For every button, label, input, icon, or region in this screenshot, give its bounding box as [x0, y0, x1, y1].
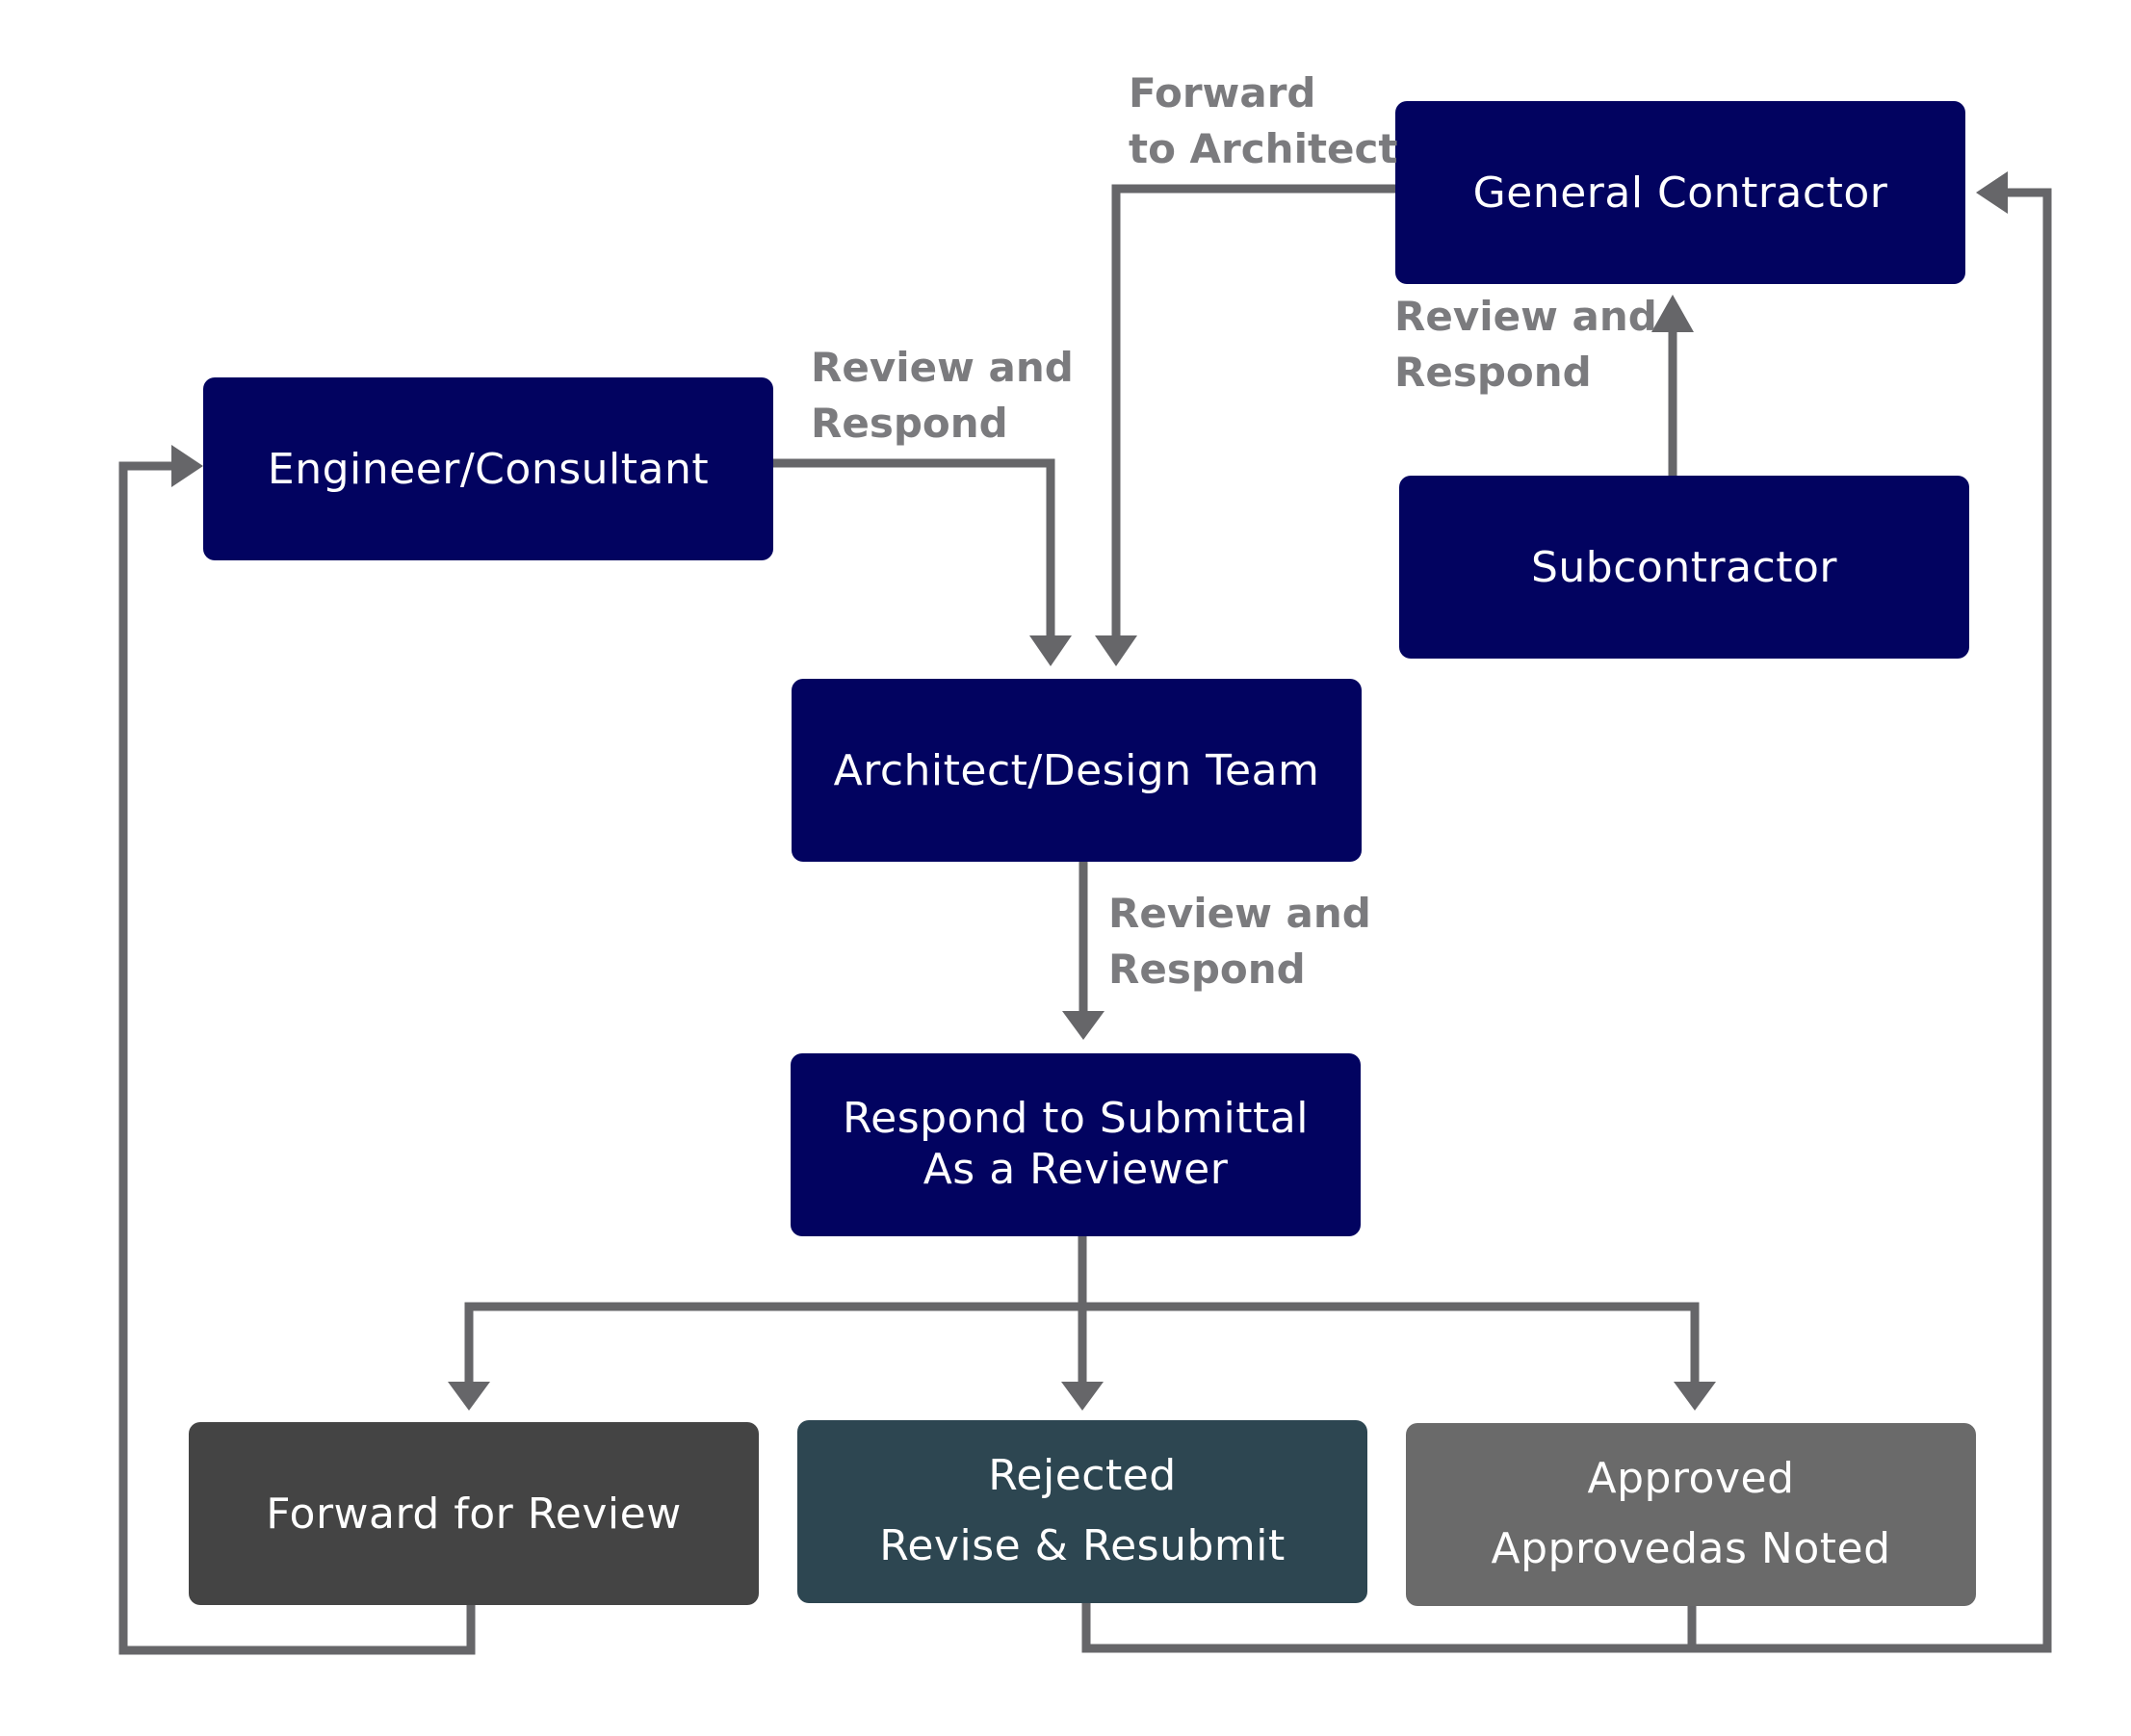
connector-outcome-branch — [464, 1302, 1700, 1382]
edge-label-architect-line2: Respond — [1108, 946, 1306, 993]
rejected-line2: Revise & Resubmit — [879, 1521, 1286, 1570]
edge-label-forward-line1: Forward — [1129, 69, 1316, 117]
general-contractor-node: General Contractor — [1395, 101, 1965, 284]
edge-label-sub-line2: Respond — [1394, 349, 1592, 396]
subcontractor-node: Subcontractor — [1399, 476, 1969, 659]
engineer-consultant-node: Engineer/Consultant — [203, 377, 773, 560]
edge-label-forward-to-architect: Forward to Architect — [1129, 65, 1398, 177]
arrowhead-to-engineer — [171, 445, 203, 487]
connector-forward-loop — [118, 461, 476, 1655]
edge-label-sub-line1: Review and — [1394, 293, 1657, 340]
arrowhead-to-rejected — [1061, 1382, 1104, 1411]
forward-for-review-node: Forward for Review — [189, 1422, 759, 1605]
edge-label-engineer-line1: Review and — [811, 344, 1074, 391]
arrowhead-architect-to-response — [1062, 1011, 1104, 1040]
respond-to-submittal-node: Respond to Submittal As a Reviewer — [791, 1053, 1361, 1236]
edge-label-architect-line1: Review and — [1108, 890, 1371, 937]
edge-label-architect-to-response: Review and Respond — [1108, 886, 1371, 998]
architect-design-team-label: Architect/Design Team — [833, 745, 1320, 795]
rejected-line1: Rejected — [988, 1451, 1177, 1501]
edge-label-sub-to-gc: Review and Respond — [1394, 289, 1657, 401]
general-contractor-label: General Contractor — [1472, 168, 1888, 218]
forward-for-review-label: Forward for Review — [266, 1489, 682, 1539]
edge-label-engineer-to-architect: Review and Respond — [811, 340, 1074, 452]
edge-label-forward-line2: to Architect — [1129, 125, 1398, 172]
approved-line2: Approvedas Noted — [1491, 1524, 1891, 1573]
engineer-consultant-label: Engineer/Consultant — [267, 444, 710, 494]
subcontractor-label: Subcontractor — [1530, 542, 1837, 592]
arrowhead-to-forward — [448, 1382, 490, 1411]
arrowhead-to-gc — [1976, 171, 2008, 214]
respond-to-submittal-line2: As a Reviewer — [923, 1145, 1229, 1194]
respond-to-submittal-line1: Respond to Submittal — [843, 1094, 1309, 1144]
arrowhead-gc-to-architect — [1095, 635, 1137, 666]
rejected-node: Rejected Revise & Resubmit — [797, 1420, 1367, 1603]
approved-node: Approved Approvedas Noted — [1406, 1423, 1976, 1606]
arrowhead-to-approved — [1674, 1382, 1716, 1411]
connector-rejected-loop — [1081, 188, 2052, 1653]
connector-engineer-to-architect — [773, 458, 1055, 635]
architect-design-team-node: Architect/Design Team — [792, 679, 1362, 862]
arrowhead-sub-to-gc — [1651, 295, 1694, 332]
arrowhead-engineer-to-architect — [1029, 635, 1072, 666]
edge-label-engineer-line2: Respond — [811, 400, 1008, 447]
approved-line1: Approved — [1587, 1454, 1795, 1504]
connector-gc-to-architect — [1111, 184, 1395, 635]
